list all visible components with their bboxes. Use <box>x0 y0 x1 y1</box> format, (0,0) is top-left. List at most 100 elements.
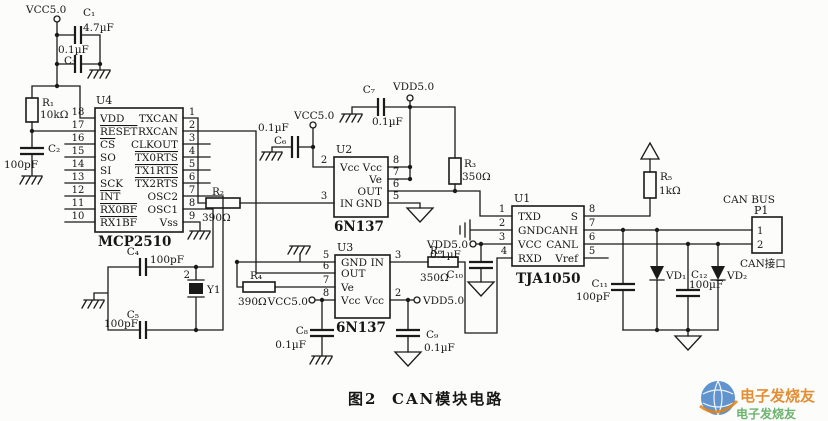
u4-pin7-num: 7 <box>189 185 195 196</box>
watermark-swirl-icon <box>699 399 739 414</box>
resistor-r3 <box>448 157 462 185</box>
value-c1: 4.7µF <box>83 22 114 34</box>
power-label-vcc-2: VCC5.0 <box>293 110 334 122</box>
ground-earth-c3 <box>87 69 111 79</box>
value-r1: 10kΩ <box>40 109 69 121</box>
u4-pin16-num: 16 <box>72 133 85 144</box>
crystal-y1 <box>189 283 203 294</box>
watermark: 电子发烧友 电子发烧友 <box>699 380 815 421</box>
u3-pin6-num: 6 <box>323 261 329 272</box>
u1-pin7-name: CANH <box>544 225 578 237</box>
power-label-vcc-3: VCC5.0 <box>267 296 308 308</box>
can-port-label: CAN接口 <box>740 257 786 270</box>
label-y1: Y1 <box>206 284 221 296</box>
u3-designator: U3 <box>337 241 353 254</box>
u4-designator: U4 <box>96 94 112 107</box>
u1-pin2-num: 2 <box>499 218 505 229</box>
u1-pin6-name: CANL <box>546 239 578 251</box>
junction-dot <box>407 104 413 110</box>
value-r4: 390Ω <box>238 296 267 308</box>
u2-pin7-num: 7 <box>393 167 399 178</box>
junction-dot <box>478 241 484 247</box>
u4-pin13-name: SCK <box>100 178 123 190</box>
power-section-topleft: VCC5.0 C₁ 4.7µF 0.1µF C₃ R₁ 10kΩ C₂ 100p… <box>4 4 114 185</box>
p1-pin2-num: 2 <box>757 240 763 251</box>
label-c10: C₁₀ <box>447 269 463 281</box>
u3-pin6-name: OUT <box>341 268 365 280</box>
u3-pin5-name: GND <box>341 257 367 269</box>
value-c7: 0.1µF <box>372 116 403 128</box>
u2-pin8-num: 8 <box>393 155 399 166</box>
u3-pin2-num: 2 <box>395 288 401 299</box>
junction-dot <box>193 327 199 333</box>
figure-caption: 图2 CAN模块电路 <box>348 390 501 408</box>
u1-pin5-name: Vref <box>554 253 579 265</box>
label-r5: R₅ <box>660 171 672 183</box>
resistor-r4 <box>242 281 276 293</box>
u3-pin7-name: Ve <box>340 282 354 294</box>
u4-pin8-num: 8 <box>189 198 195 209</box>
u1-pin8-name: S <box>571 211 578 223</box>
u4-pin7-name: OSC2 <box>147 191 178 203</box>
junction-dot <box>319 297 325 303</box>
wire-s-pin <box>583 158 651 217</box>
u1-pin3-name: VCC <box>517 239 542 251</box>
value-c11: 100pF <box>576 291 610 303</box>
wire-oscillator <box>93 195 224 331</box>
u3-part-name: 6N137 <box>336 320 386 336</box>
u4-pin2-num: 2 <box>189 120 195 131</box>
u1-pin4-num: 4 <box>501 246 507 257</box>
ground-sideways-u1 <box>459 219 513 241</box>
vdd-terminal-1 <box>406 94 414 102</box>
u2-pin3-name: IN <box>340 198 353 210</box>
label-r6: R₆ <box>430 245 442 257</box>
u3-pin8-name: Vcc <box>340 295 360 307</box>
p1-pin1-num: 1 <box>757 226 763 237</box>
value-r2: 390Ω <box>202 212 231 224</box>
u3-pin3-num: 3 <box>395 250 401 261</box>
wire-rxcan <box>182 130 336 274</box>
u1-pin4-name: RXD <box>518 253 542 265</box>
value-c8: 0.1µF <box>275 339 306 351</box>
junction-dot <box>54 32 60 38</box>
u4-pin8-name: OSC1 <box>147 204 178 216</box>
ground-earth-c8 <box>309 355 333 365</box>
vdd-terminal-3 <box>413 296 421 304</box>
junction-dot <box>407 164 413 170</box>
wire-u2-out <box>387 183 513 217</box>
u4-left-stubs <box>64 143 96 223</box>
ground-triangle-u2 <box>406 207 434 223</box>
value-r6: 350Ω <box>420 272 449 284</box>
ground-earth-vss <box>187 230 211 240</box>
vcc-terminal-2 <box>309 121 317 129</box>
power-label-vdd-3: VDD5.0 <box>422 295 464 307</box>
watermark-text-2: 电子发烧友 <box>736 406 796 421</box>
u4-pin5-name: TX1RTS <box>135 165 178 177</box>
u4-pin12-name: INT <box>100 191 120 203</box>
value-c9: 0.1µF <box>424 342 455 354</box>
u4-pin18-num: 18 <box>72 107 85 118</box>
junction-dot <box>97 61 103 67</box>
u4-pin2-name: RXCAN <box>138 126 178 138</box>
u4-pin17-num: 17 <box>72 120 85 131</box>
u3-pin3-name: IN <box>371 257 384 269</box>
label-vd1: VD₁ <box>665 270 686 282</box>
u4-pin14-num: 14 <box>72 159 85 170</box>
junction-dot <box>654 327 660 333</box>
u3-pin8-num: 8 <box>323 288 329 299</box>
label-c9: C₉ <box>426 329 438 341</box>
capacitor-c5 <box>138 321 148 339</box>
capacitor-c7 <box>376 98 386 116</box>
crystal-leads <box>187 266 205 331</box>
u4-pin9-num: 9 <box>189 211 195 222</box>
wire-rxd-path <box>389 257 513 334</box>
watermark-text-1: 电子发烧友 <box>740 387 815 405</box>
vcc-terminal-3 <box>308 296 316 304</box>
opto-u3: U3 6N137 GND OUT Ve Vcc IN Vcc 5 6 7 8 3… <box>234 241 513 367</box>
caption-fig: 图2 <box>348 390 377 408</box>
u2-designator: U2 <box>336 143 352 156</box>
value-c10: 0.1µF <box>430 249 461 261</box>
u4-pin5-num: 5 <box>189 159 195 170</box>
u1-pin2-name: GND <box>518 225 544 237</box>
ground-triangle-bus <box>674 335 702 351</box>
